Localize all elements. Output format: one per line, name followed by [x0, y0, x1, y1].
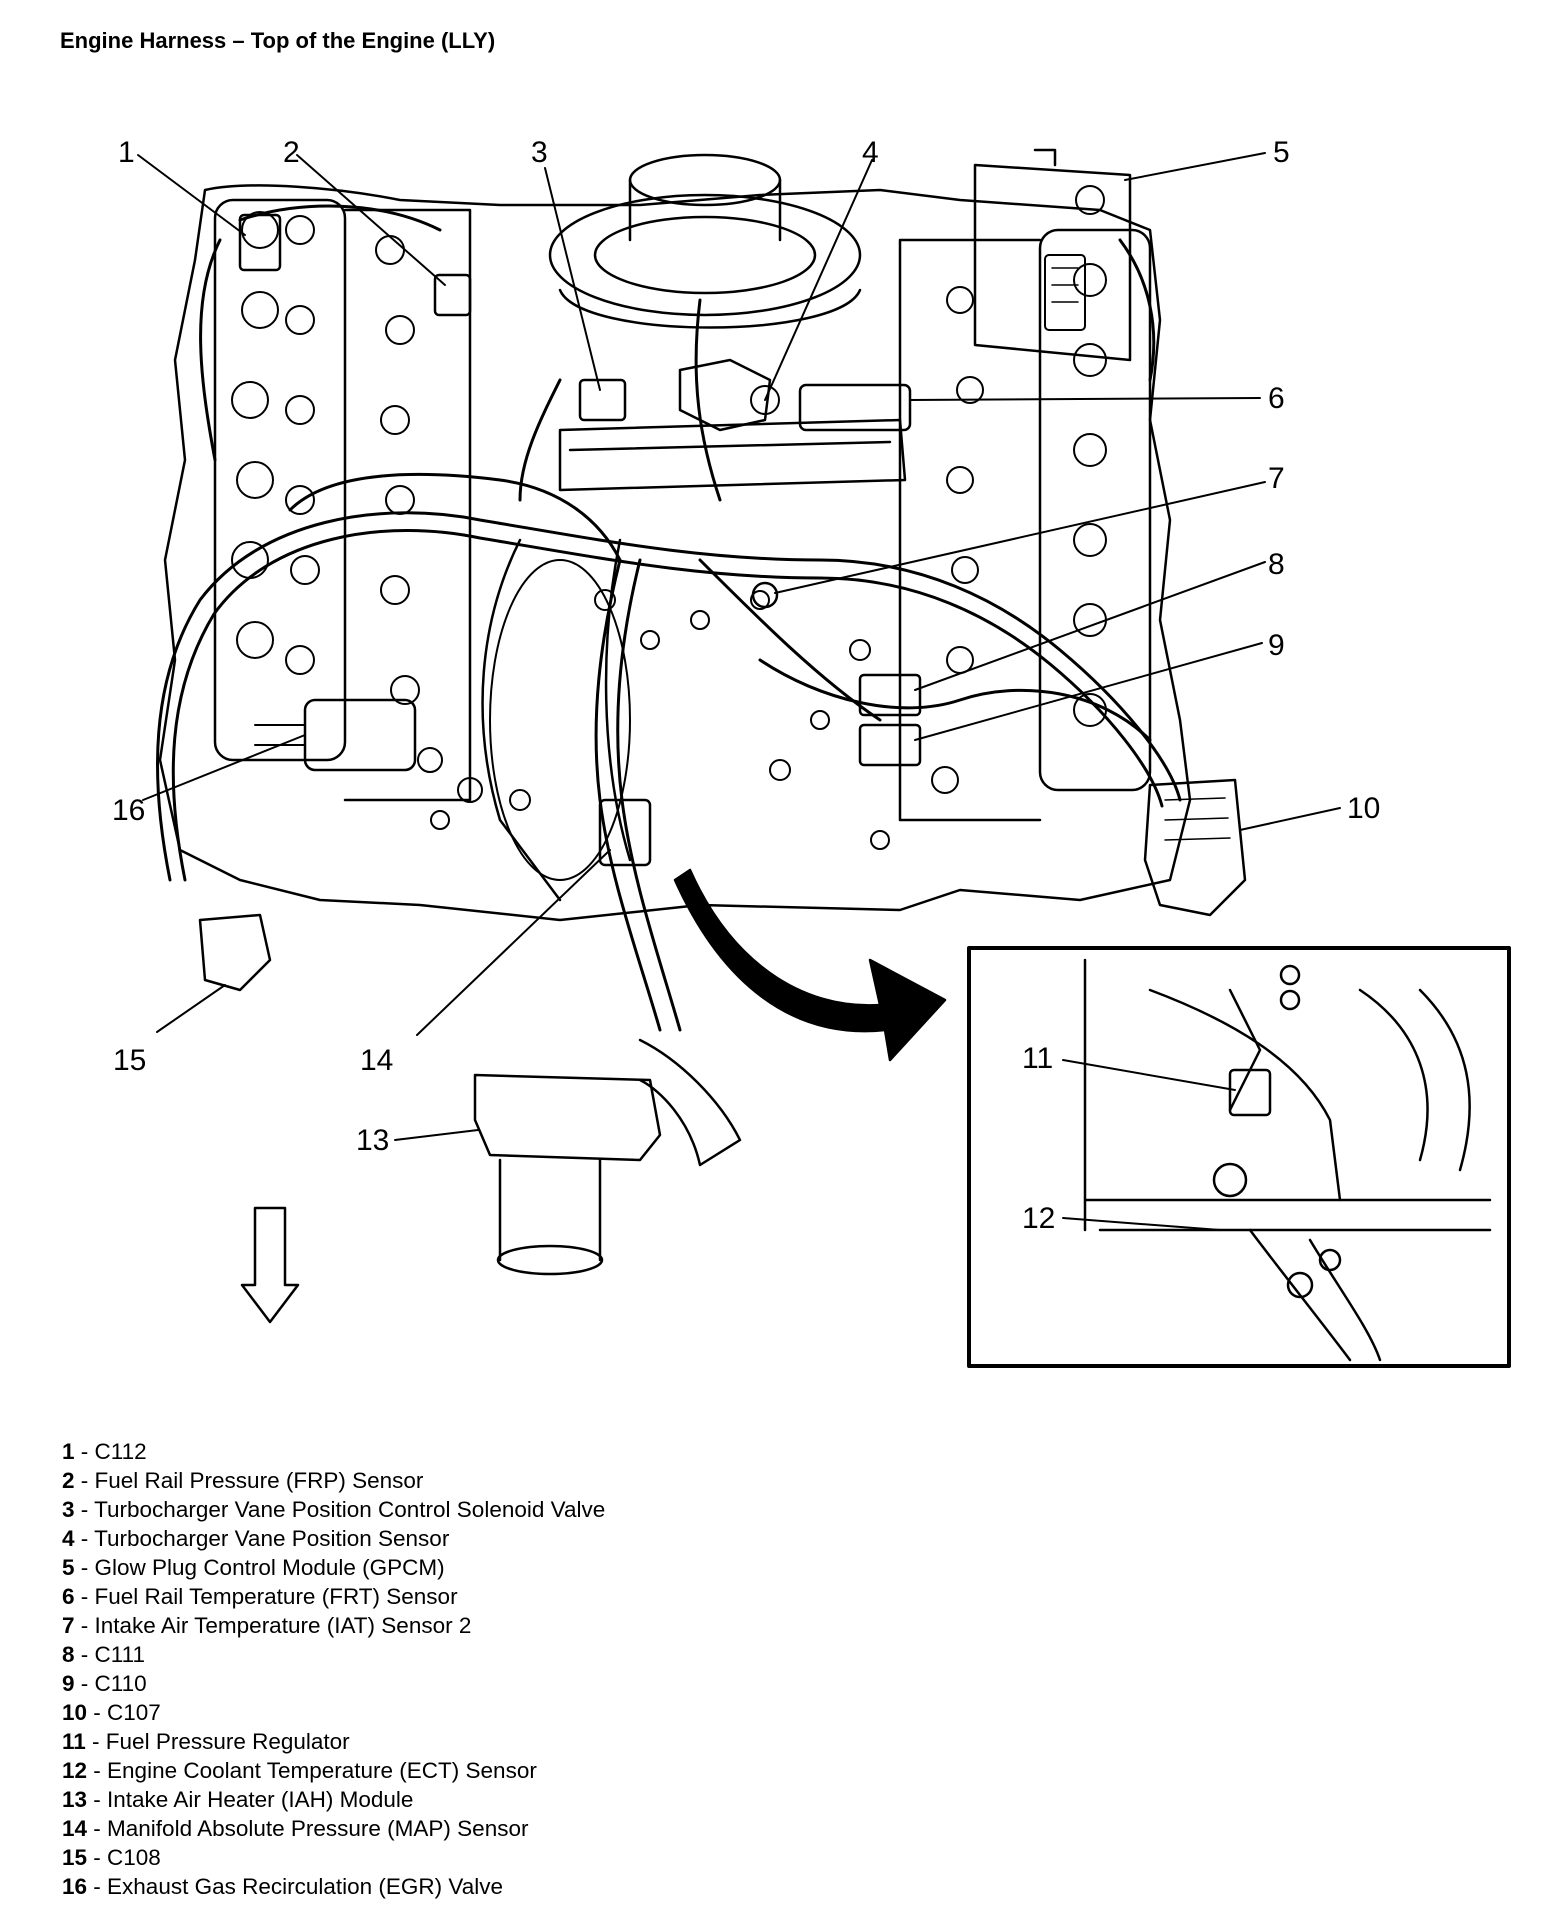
callout-10: 10 — [1347, 792, 1380, 825]
legend-item: 16 - Exhaust Gas Recirculation (EGR) Val… — [62, 1874, 504, 1899]
legend-number: 3 — [62, 1497, 75, 1522]
legend-item: 9 - C110 — [62, 1671, 147, 1696]
legend-number: 6 — [62, 1584, 75, 1609]
callout-14: 14 — [360, 1044, 393, 1077]
legend-item: 14 - Manifold Absolute Pressure (MAP) Se… — [62, 1816, 529, 1841]
c111-connector-drawing — [858, 673, 922, 717]
legend-item: 3 - Turbocharger Vane Position Control S… — [62, 1497, 606, 1522]
legend-number: 14 — [62, 1816, 88, 1841]
legend-text: Manifold Absolute Pressure (MAP) Sensor — [107, 1816, 529, 1841]
vane-position-sensor-drawing — [678, 358, 772, 432]
callout-5: 5 — [1273, 136, 1290, 169]
legend-text: Fuel Pressure Regulator — [105, 1729, 350, 1754]
legend-item: 7 - Intake Air Temperature (IAT) Sensor … — [62, 1613, 472, 1638]
callout-15: 15 — [113, 1044, 146, 1077]
legend-item: 13 - Intake Air Heater (IAH) Module — [62, 1787, 414, 1812]
legend-number: 12 — [62, 1758, 88, 1783]
frt-sensor-drawing — [798, 383, 912, 432]
callout-7: 7 — [1268, 462, 1285, 495]
legend-number: 9 — [62, 1671, 75, 1696]
legend-item: 15 - C108 — [62, 1845, 161, 1870]
legend-text: Exhaust Gas Recirculation (EGR) Valve — [107, 1874, 504, 1899]
c108-connector-drawing — [198, 913, 272, 992]
callout-1: 1 — [118, 136, 135, 169]
legend-number: 13 — [62, 1787, 88, 1812]
legend-text: Turbocharger Vane Position Sensor — [94, 1526, 450, 1551]
callout-9: 9 — [1268, 629, 1285, 662]
legend-text: C108 — [107, 1845, 161, 1870]
iat-sensor-2-drawing — [751, 581, 779, 609]
legend-item: 8 - C111 — [62, 1642, 145, 1667]
legend-text: C112 — [94, 1439, 147, 1464]
legend-number: 15 — [62, 1845, 88, 1870]
legend-number: 16 — [62, 1874, 88, 1899]
legend-number: 7 — [62, 1613, 75, 1638]
glow-plug-control-module-drawing — [973, 148, 1132, 362]
legend-text: C111 — [94, 1642, 145, 1667]
legend-text: C110 — [94, 1671, 147, 1696]
legend-text: Fuel Rail Temperature (FRT) Sensor — [94, 1584, 458, 1609]
legend-number: 10 — [62, 1700, 88, 1725]
legend-item: 10 - C107 — [62, 1700, 161, 1725]
c110-connector-drawing — [858, 723, 922, 767]
inset-pointer-arrow — [673, 868, 947, 1062]
legend-item: 5 - Glow Plug Control Module (GPCM) — [62, 1555, 445, 1580]
callout-16: 16 — [112, 794, 145, 827]
legend-number: 4 — [62, 1526, 75, 1551]
front-direction-arrow — [240, 1206, 300, 1324]
engine-harness-diagram: 1 2 3 4 5 6 7 8 9 10 11 12 13 14 15 16 — [112, 136, 1511, 1368]
inset-detail-box — [967, 946, 1511, 1368]
inset-detail-drawing — [1083, 958, 1492, 1362]
callout-13: 13 — [356, 1124, 389, 1157]
frp-sensor-drawing — [433, 273, 472, 317]
legend-number: 11 — [62, 1729, 86, 1754]
legend-text: Intake Air Temperature (IAT) Sensor 2 — [94, 1613, 472, 1638]
callout-3: 3 — [531, 136, 548, 169]
page-title: Engine Harness – Top of the Engine (LLY) — [60, 28, 496, 53]
callout-12: 12 — [1022, 1202, 1055, 1235]
legend-number: 8 — [62, 1642, 75, 1667]
intake-air-heater-drawing — [473, 1038, 742, 1276]
legend-text: Turbocharger Vane Position Control Solen… — [94, 1497, 606, 1522]
callout-labels: 1 2 3 4 5 6 7 8 9 10 11 12 13 14 15 16 — [112, 136, 1380, 1235]
legend-item: 6 - Fuel Rail Temperature (FRT) Sensor — [62, 1584, 458, 1609]
legend-item: 4 - Turbocharger Vane Position Sensor — [62, 1526, 450, 1551]
engine-block-drawing — [158, 153, 1192, 922]
callout-6: 6 — [1268, 382, 1285, 415]
legend-number: 1 — [62, 1439, 75, 1464]
legend-item: 1 - C112 — [62, 1439, 147, 1464]
callout-11: 11 — [1022, 1042, 1053, 1075]
legend-text: Glow Plug Control Module (GPCM) — [94, 1555, 445, 1580]
legend-item: 11 - Fuel Pressure Regulator — [62, 1729, 350, 1754]
vane-control-solenoid-drawing — [578, 378, 627, 422]
callout-leader-lines — [137, 152, 1341, 1231]
legend-number: 5 — [62, 1555, 75, 1580]
callout-4: 4 — [862, 136, 879, 169]
legend-item: 12 - Engine Coolant Temperature (ECT) Se… — [62, 1758, 537, 1783]
c112-connector-drawing — [238, 213, 282, 272]
legend-text: Fuel Rail Pressure (FRP) Sensor — [94, 1468, 424, 1493]
legend-text: C107 — [107, 1700, 161, 1725]
legend-text: Engine Coolant Temperature (ECT) Sensor — [107, 1758, 537, 1783]
legend-item: 2 - Fuel Rail Pressure (FRP) Sensor — [62, 1468, 424, 1493]
wiring-harness-drawing — [156, 204, 1182, 1032]
legend-number: 2 — [62, 1468, 75, 1493]
callout-8: 8 — [1268, 548, 1285, 581]
component-legend: 1 - C112 2 - Fuel Rail Pressure (FRP) Se… — [62, 1437, 605, 1901]
callout-2: 2 — [283, 136, 300, 169]
c107-connector-drawing — [1143, 778, 1247, 917]
map-sensor-drawing — [598, 798, 652, 867]
legend-text: Intake Air Heater (IAH) Module — [107, 1787, 414, 1812]
